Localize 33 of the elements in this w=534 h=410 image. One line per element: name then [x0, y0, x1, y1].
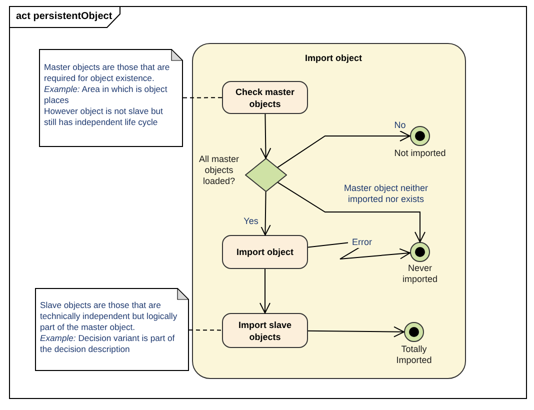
final-node: [410, 242, 430, 262]
action-box: [222, 235, 308, 269]
decision-label: All master objects loaded?: [198, 154, 240, 187]
note-text: Master objects are those that are required for object existence.: [44, 62, 171, 84]
note-text: However object is not slave but still has independent life cycle: [44, 106, 164, 128]
note-box: [35, 288, 189, 371]
final-node: [404, 322, 424, 342]
action-label: Import object: [235, 246, 294, 258]
decision-diamond: [245, 158, 287, 192]
note-link: [182, 97, 222, 98]
activity-region: [192, 43, 466, 379]
arrow: [260, 268, 270, 314]
action-label: Import slave objects: [237, 318, 293, 342]
diagram-frame: [9, 6, 527, 399]
arrow: [260, 114, 272, 159]
arrow: [277, 182, 426, 242]
note-box: [39, 49, 183, 147]
action-label: Check master objects: [234, 86, 296, 110]
arrow: [277, 130, 410, 168]
activity-title: Import object: [305, 53, 362, 63]
note-text: Slave objects are those that are technically independent but logically part of the master object.: [40, 300, 178, 333]
note-text: Example: Area in which is object places: [44, 84, 168, 106]
frame-title: act persistentObject: [16, 11, 112, 22]
arrow: [260, 191, 271, 236]
note-link: [188, 330, 222, 331]
note-text: Example: Decision variant is part of the decision description: [40, 333, 176, 355]
final-node: [410, 126, 430, 146]
final-node-label: Totally Imported: [395, 344, 433, 366]
action-box: [222, 313, 308, 348]
action-box: [222, 81, 308, 114]
final-node-label: Never imported: [401, 263, 438, 285]
arrow: [308, 326, 404, 338]
final-node-label: Not imported: [393, 148, 447, 159]
